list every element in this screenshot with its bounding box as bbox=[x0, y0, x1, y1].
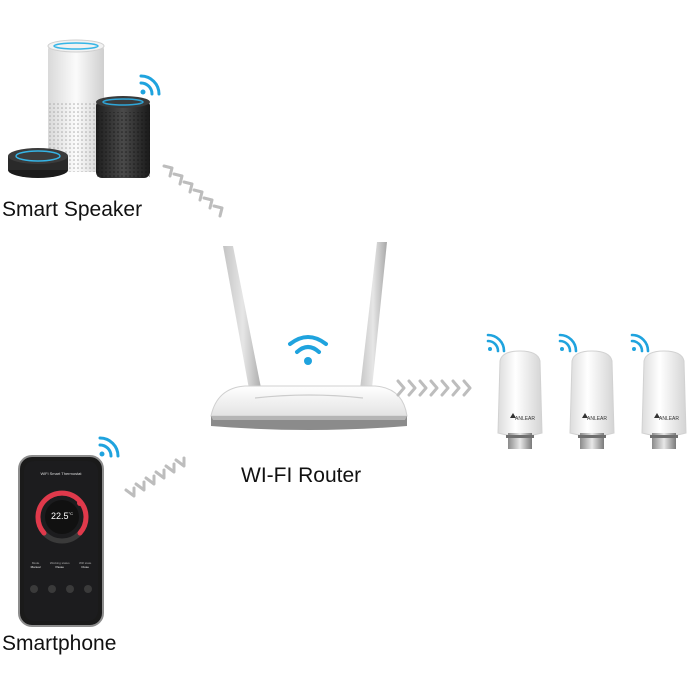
app-title: WiFi Smart Thermostat bbox=[40, 471, 82, 476]
double-chevron-arrow-icon bbox=[162, 164, 224, 218]
control-button[interactable] bbox=[30, 585, 38, 593]
svg-text:ANLEAR: ANLEAR bbox=[659, 416, 679, 422]
smart-speaker-label: Smart Speaker bbox=[2, 198, 143, 221]
temperature-unit: °C bbox=[68, 511, 74, 516]
thermostat-valve: ANLEAR bbox=[497, 350, 543, 449]
thermostat-valve: ANLEAR bbox=[569, 350, 615, 449]
temperature-readout: 22.5°C bbox=[34, 511, 90, 521]
thermostat-valve: ANLEAR bbox=[641, 350, 687, 449]
svg-text:ANLEAR: ANLEAR bbox=[515, 416, 535, 422]
router-label: WI-FI Router bbox=[241, 464, 362, 487]
wifi-icon bbox=[139, 74, 161, 96]
smartphone-label: Smartphone bbox=[2, 632, 117, 655]
thermostat-valves-image: ANLEAR ANLEAR ANLEAR bbox=[486, 333, 687, 449]
temperature-value: 22.5 bbox=[50, 511, 69, 521]
wifi-icon bbox=[630, 333, 650, 353]
wifi-icon bbox=[288, 335, 328, 365]
wifi-icon bbox=[98, 436, 120, 458]
smart-speaker-group bbox=[0, 30, 200, 190]
control-button[interactable] bbox=[48, 585, 56, 593]
double-chevron-arrow-icon bbox=[396, 379, 472, 397]
double-chevron-arrow-icon bbox=[124, 456, 186, 498]
router-image bbox=[210, 242, 408, 430]
wifi-icon bbox=[486, 333, 506, 353]
thermostat-group: ANLEAR ANLEAR ANLEAR bbox=[480, 325, 700, 460]
control-button[interactable] bbox=[66, 585, 74, 593]
control-button-row bbox=[30, 585, 92, 593]
smart-speaker-image bbox=[8, 39, 150, 178]
svg-text:ANLEAR: ANLEAR bbox=[587, 416, 607, 422]
temperature-dial bbox=[35, 490, 89, 544]
control-button[interactable] bbox=[84, 585, 92, 593]
wifi-icon bbox=[558, 333, 578, 353]
